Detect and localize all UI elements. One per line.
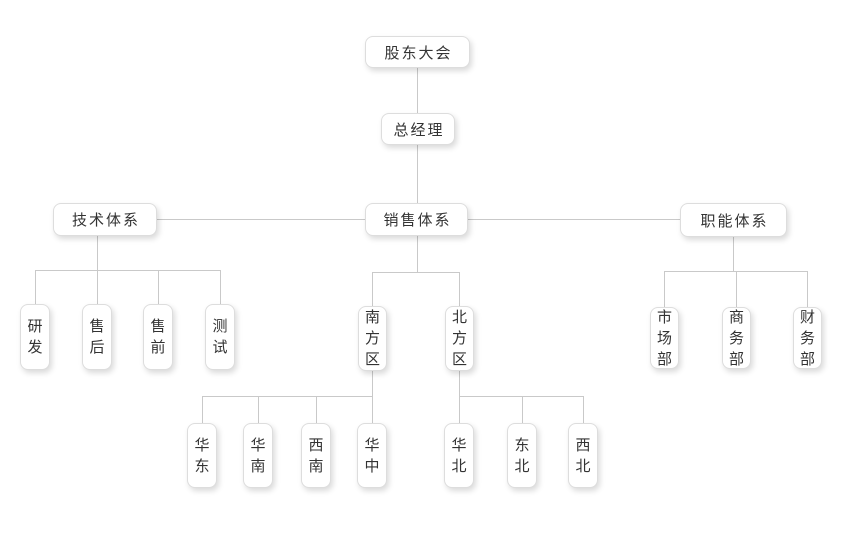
func-branch-stem (733, 237, 734, 271)
south-branch-bar (202, 396, 372, 397)
tech-branch-bar (35, 270, 220, 271)
func-drop-marketing (664, 271, 665, 307)
org-node-east-china: 华东 (187, 423, 217, 488)
sales-drop-south (372, 272, 373, 306)
sales-branch-bar (372, 272, 459, 273)
func-drop-business (736, 271, 737, 307)
org-node-tech-system: 技术体系 (53, 203, 157, 236)
south-drop-southwest (316, 396, 317, 423)
south-drop-central-china (372, 396, 373, 423)
sales-branch-stem (417, 236, 418, 272)
tech-drop-pre-sales (158, 270, 159, 304)
org-node-general-manager: 总经理 (381, 113, 455, 145)
connector-shareholders-gm (417, 68, 418, 113)
south-drop-south-china (258, 396, 259, 423)
org-node-south-china: 华南 (243, 423, 273, 488)
south-drop-east-china (202, 396, 203, 423)
sales-drop-north (459, 272, 460, 306)
func-branch-bar (664, 271, 807, 272)
north-branch-stem (459, 371, 460, 396)
org-node-south-region: 南方区 (358, 306, 387, 371)
north-branch-bar (459, 396, 583, 397)
org-node-shareholders: 股东大会 (365, 36, 470, 68)
connector-sales-func (468, 219, 680, 220)
org-node-after-sales: 售后 (82, 304, 112, 370)
org-node-northwest-china: 西北 (568, 423, 598, 488)
org-node-north-china: 华北 (444, 423, 474, 488)
org-node-testing: 测试 (205, 304, 235, 370)
tech-branch-stem (97, 236, 98, 271)
org-node-rnd: 研发 (20, 304, 50, 370)
connector-tech-sales (157, 219, 365, 220)
connector-gm-sales (417, 145, 418, 203)
tech-drop-testing (220, 270, 221, 304)
org-node-functional-system: 职能体系 (680, 203, 787, 237)
org-node-marketing-dept: 市场部 (650, 307, 679, 369)
north-drop-northwest (583, 396, 584, 423)
org-node-central-china: 华中 (357, 423, 387, 488)
org-node-sales-system: 销售体系 (365, 203, 468, 236)
south-branch-stem (372, 371, 373, 396)
north-drop-northeast (522, 396, 523, 423)
north-drop-north-china (459, 396, 460, 423)
org-node-north-region: 北方区 (445, 306, 474, 371)
org-node-finance-dept: 财务部 (793, 307, 822, 369)
tech-drop-rnd (35, 270, 36, 304)
func-drop-finance (807, 271, 808, 307)
org-node-northeast-china: 东北 (507, 423, 537, 488)
org-node-southwest-china: 西南 (301, 423, 331, 488)
org-node-business-dept: 商务部 (722, 307, 751, 369)
tech-drop-after-sales (97, 270, 98, 304)
org-node-pre-sales: 售前 (143, 304, 173, 370)
